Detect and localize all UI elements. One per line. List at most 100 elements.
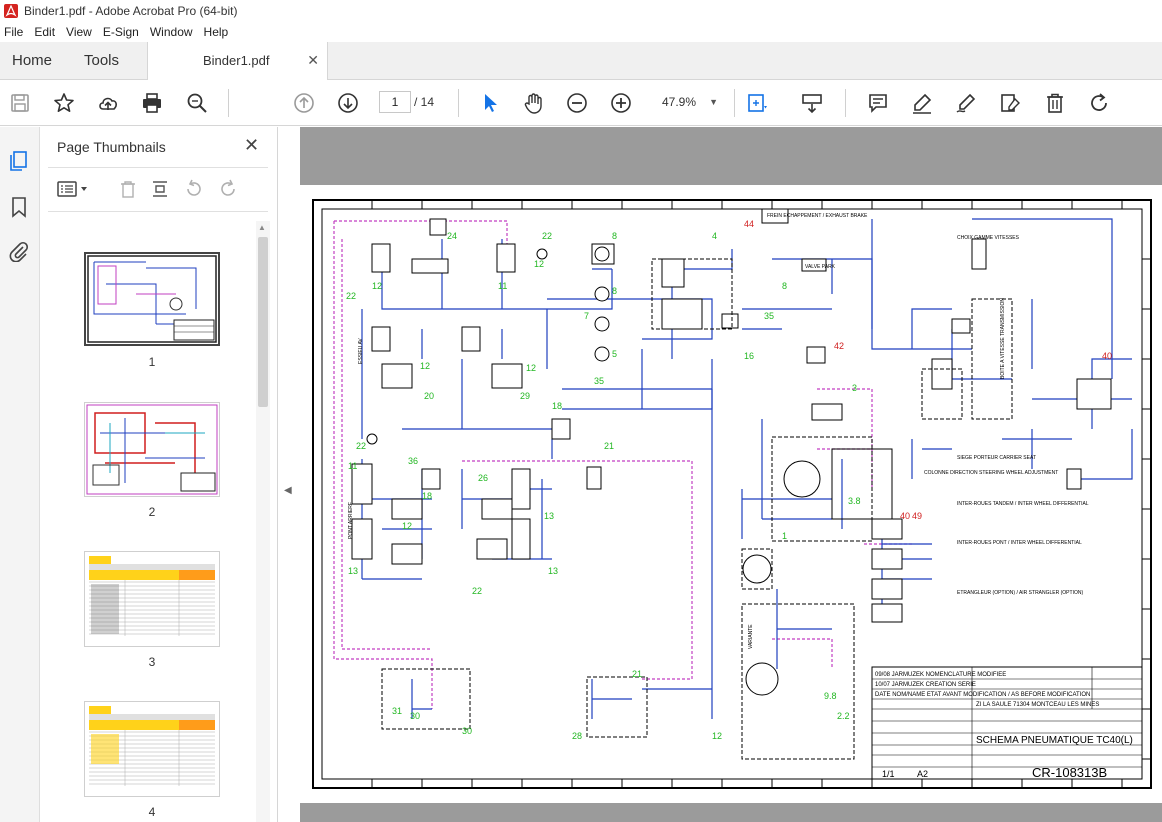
svg-text:3: 3 bbox=[852, 383, 857, 393]
page-number-label: 4 bbox=[148, 805, 156, 819]
svg-text:1: 1 bbox=[782, 531, 787, 541]
page-number-label: 2 bbox=[148, 505, 156, 519]
bookmark-star-icon[interactable] bbox=[52, 91, 76, 115]
svg-text:11: 11 bbox=[348, 461, 357, 471]
close-tab-icon[interactable]: ✕ bbox=[307, 52, 319, 68]
svg-text:22: 22 bbox=[356, 441, 366, 451]
svg-text:31: 31 bbox=[392, 706, 402, 716]
svg-text:40: 40 bbox=[900, 511, 910, 521]
svg-text:7: 7 bbox=[584, 311, 589, 321]
document-tab[interactable]: Binder1.pdf ✕ bbox=[147, 42, 328, 81]
toolbar-divider bbox=[458, 89, 459, 117]
label-exhaust-brake: FREIN ECHAPPEMENT / EXHAUST BRAKE bbox=[767, 213, 868, 219]
rotate-right-icon[interactable] bbox=[216, 177, 240, 201]
rotate-icon[interactable] bbox=[1087, 91, 1111, 115]
zoom-out-icon[interactable] bbox=[565, 91, 589, 115]
svg-text:20: 20 bbox=[424, 391, 434, 401]
svg-text:CHOIX GAMME VITESSES: CHOIX GAMME VITESSES bbox=[957, 235, 1020, 241]
svg-text:21: 21 bbox=[604, 441, 614, 451]
svg-text:22: 22 bbox=[346, 291, 356, 301]
menu-bar: File Edit View E-Sign Window Help bbox=[0, 22, 1162, 42]
svg-text:5: 5 bbox=[612, 349, 617, 359]
sign-icon[interactable] bbox=[954, 91, 978, 115]
svg-text:18: 18 bbox=[552, 401, 562, 411]
svg-text:3.8: 3.8 bbox=[848, 496, 861, 506]
chevron-down-icon: ▼ bbox=[709, 97, 718, 107]
delete-icon[interactable] bbox=[1043, 91, 1067, 115]
page-thumbnails-icon[interactable] bbox=[7, 149, 31, 173]
print-icon[interactable] bbox=[140, 91, 164, 115]
tab-bar: Home Tools Binder1.pdf ✕ bbox=[0, 42, 1162, 81]
edit-pdf-icon[interactable] bbox=[998, 91, 1022, 115]
menu-window[interactable]: Window bbox=[149, 25, 193, 39]
document-tab-label: Binder1.pdf bbox=[203, 53, 270, 68]
delete-page-icon[interactable] bbox=[116, 177, 140, 201]
toolbar-divider bbox=[845, 89, 846, 117]
bookmarks-icon[interactable] bbox=[7, 195, 31, 219]
svg-text:VARIANTE: VARIANTE bbox=[748, 624, 754, 649]
page-thumbnail-2[interactable] bbox=[84, 402, 220, 497]
tab-tools[interactable]: Tools bbox=[84, 52, 120, 69]
svg-text:28: 28 bbox=[572, 731, 582, 741]
save-icon[interactable] bbox=[8, 91, 32, 115]
svg-text:COLONNE DIRECTION STEERING WHE: COLONNE DIRECTION STEERING WHEEL ADJUSTM… bbox=[924, 470, 1058, 476]
svg-text:ESSIEU AV: ESSIEU AV bbox=[358, 338, 364, 364]
fit-page-icon[interactable] bbox=[745, 91, 769, 115]
next-page-icon[interactable] bbox=[336, 91, 360, 115]
tab-home[interactable]: Home bbox=[12, 52, 53, 69]
attachments-icon[interactable] bbox=[7, 239, 31, 263]
zoom-in-icon[interactable] bbox=[609, 91, 633, 115]
hand-tool-icon[interactable] bbox=[522, 91, 546, 115]
menu-file[interactable]: File bbox=[4, 25, 24, 39]
svg-text:BOITE A VITESSE TRANSMISSION: BOITE A VITESSE TRANSMISSION bbox=[1000, 298, 1006, 379]
revision-row-1: 09/08 JARMUZEK NOMENCLATURE MODIFIEE bbox=[875, 672, 1006, 678]
toolbar-divider bbox=[228, 89, 229, 117]
svg-text:26: 26 bbox=[478, 473, 488, 483]
toolbar-divider bbox=[734, 89, 735, 117]
svg-text:PONT ARRIERE: PONT ARRIERE bbox=[348, 501, 354, 539]
zoom-level-value: 47.9% bbox=[662, 95, 697, 109]
menu-edit[interactable]: Edit bbox=[34, 25, 56, 39]
rotate-left-icon[interactable] bbox=[182, 177, 206, 201]
select-cursor-icon[interactable] bbox=[478, 91, 502, 115]
thumbnail-options-icon[interactable] bbox=[56, 177, 92, 201]
thumbnail-scrollbar[interactable]: ▲ bbox=[256, 221, 270, 822]
menu-view[interactable]: View bbox=[66, 25, 92, 39]
menu-esign[interactable]: E-Sign bbox=[102, 25, 139, 39]
extract-page-icon[interactable] bbox=[148, 177, 172, 201]
page-number-label: 3 bbox=[148, 655, 156, 669]
scroll-up-icon[interactable]: ▲ bbox=[258, 223, 266, 232]
svg-text:INTER-ROUES TANDEM / INTER WHE: INTER-ROUES TANDEM / INTER WHEEL DIFFERE… bbox=[957, 501, 1089, 507]
drawing-title: SCHEMA PNEUMATIQUE TC40(L) bbox=[976, 735, 1133, 746]
scroll-mode-icon[interactable] bbox=[800, 91, 824, 115]
svg-text:8: 8 bbox=[782, 281, 787, 291]
collapse-panel-icon[interactable]: ◀ bbox=[284, 485, 292, 496]
highlight-icon[interactable] bbox=[910, 91, 934, 115]
cloud-upload-icon[interactable] bbox=[96, 91, 120, 115]
zoom-search-icon[interactable] bbox=[185, 91, 209, 115]
svg-text:24: 24 bbox=[447, 231, 457, 241]
scrollbar-thumb[interactable] bbox=[258, 237, 268, 407]
svg-text:35: 35 bbox=[594, 376, 604, 386]
title-bar: Binder1.pdf - Adobe Acrobat Pro (64-bit) bbox=[0, 0, 1162, 22]
svg-text:12: 12 bbox=[534, 259, 544, 269]
page-thumbnail-1[interactable] bbox=[84, 252, 220, 346]
svg-text:29: 29 bbox=[520, 391, 530, 401]
previous-page-icon[interactable] bbox=[292, 91, 316, 115]
drawing-number: CR-108313B bbox=[1032, 765, 1107, 780]
close-panel-icon[interactable]: ✕ bbox=[244, 135, 260, 155]
zoom-level-select[interactable]: 47.9% ▼ bbox=[656, 91, 724, 113]
menu-help[interactable]: Help bbox=[203, 25, 229, 39]
page-gap bbox=[300, 803, 1162, 822]
svg-text:2.2: 2.2 bbox=[837, 711, 850, 721]
page-number-input[interactable]: 1 bbox=[379, 91, 411, 113]
page-thumbnail-3[interactable] bbox=[84, 551, 220, 647]
page-thumbnail-4[interactable] bbox=[84, 701, 220, 797]
panel-title: Page Thumbnails bbox=[57, 139, 166, 155]
label-valve-park: VALVE PARK bbox=[805, 264, 836, 270]
comment-icon[interactable] bbox=[866, 91, 890, 115]
svg-text:36: 36 bbox=[408, 456, 418, 466]
